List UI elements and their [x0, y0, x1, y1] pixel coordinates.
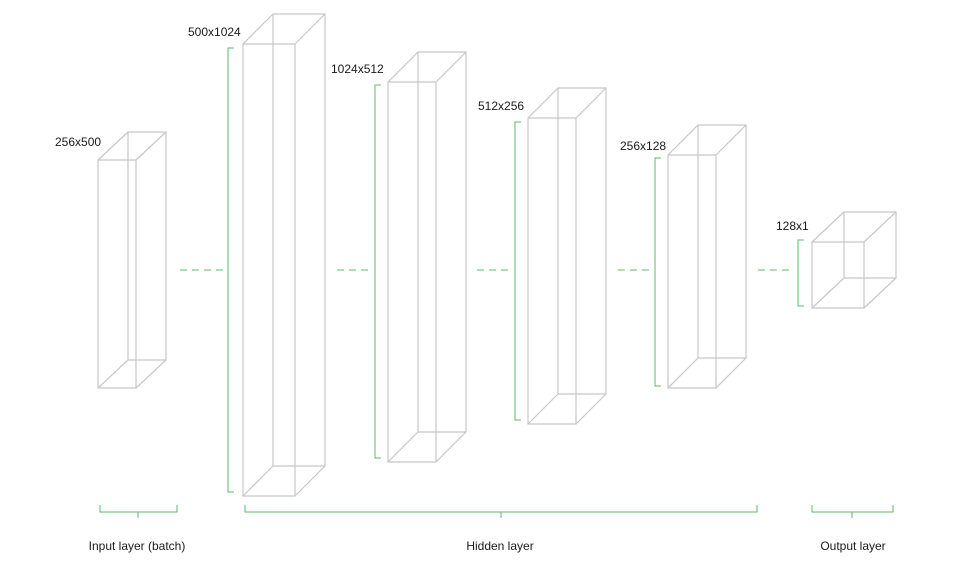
- layer-box-3: [527, 87, 607, 425]
- layer-box-2: [387, 51, 467, 463]
- layer-box-1: [242, 13, 326, 497]
- group-label-hidden-layer: Hidden layer: [466, 539, 534, 553]
- layer-label-output: 128x1: [776, 219, 809, 233]
- layer-label-hidden1: 500x1024: [188, 25, 241, 39]
- layer-label-input: 256x500: [55, 135, 102, 149]
- layer-box-5: [811, 211, 897, 309]
- layer-box-0: [97, 131, 167, 389]
- layer-label-hidden3: 512x256: [478, 99, 525, 113]
- layer-label-hidden2: 1024x512: [331, 62, 384, 76]
- side-bracket-3: [654, 157, 661, 387]
- layer-label-hidden4: 256x128: [620, 139, 667, 153]
- layer-box-4: [667, 124, 747, 389]
- side-bracket-1: [374, 84, 381, 459]
- bottom-brace-0: [99, 505, 178, 518]
- bottom-brace-1: [244, 505, 758, 518]
- side-bracket-2: [514, 121, 521, 421]
- group-label-output-layer: Output layer: [820, 539, 886, 553]
- group-label-input-layer: Input layer (batch): [88, 539, 186, 553]
- side-bracket-4: [797, 239, 804, 307]
- side-bracket-0: [227, 47, 234, 493]
- bottom-brace-2: [811, 505, 894, 518]
